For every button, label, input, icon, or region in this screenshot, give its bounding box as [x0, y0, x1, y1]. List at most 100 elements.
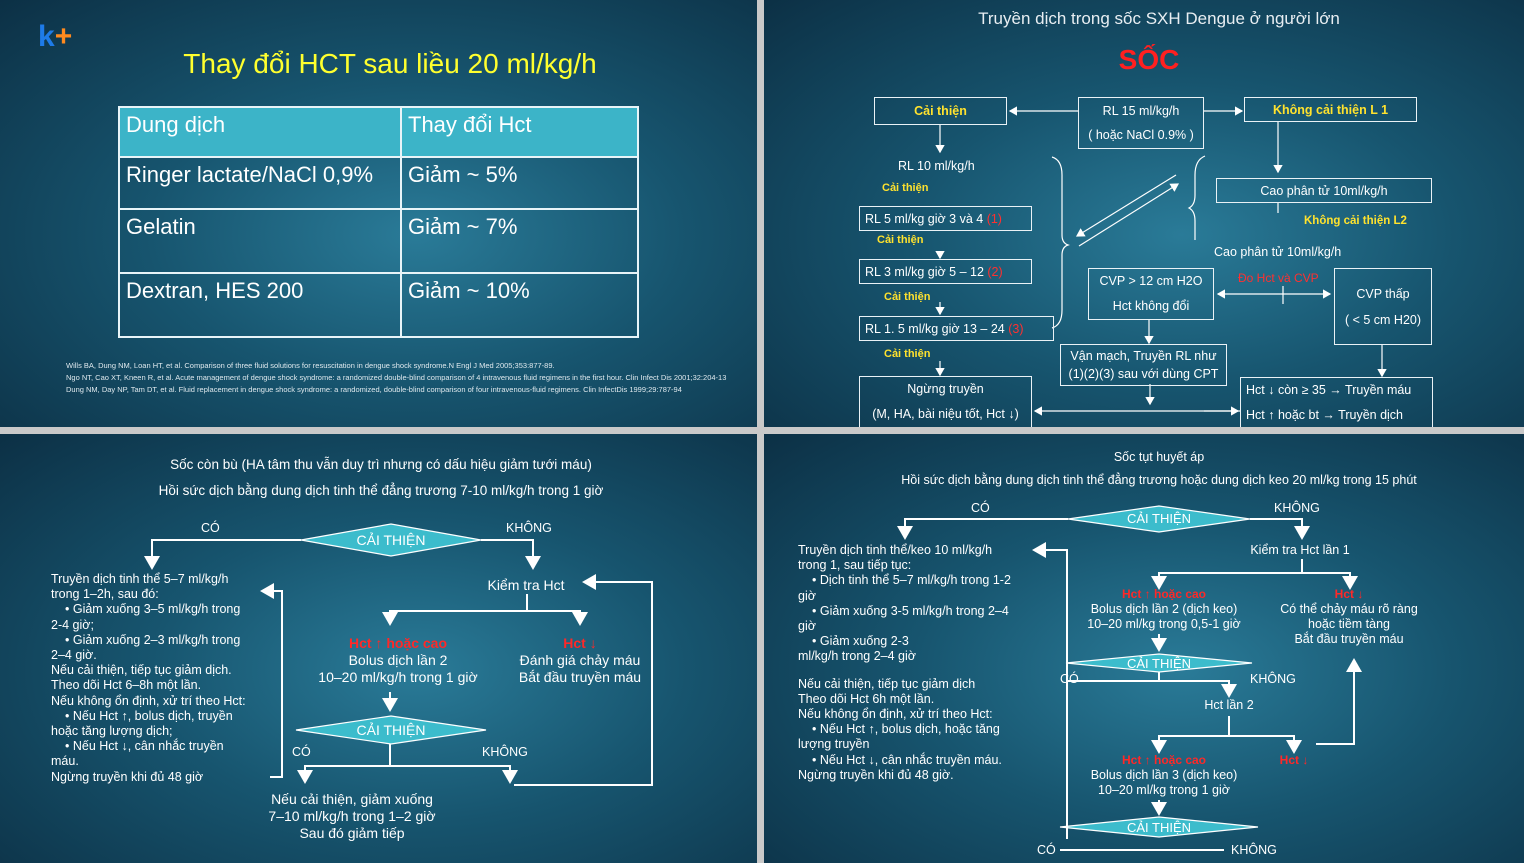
instruction-line: 2-4 giờ; [51, 617, 94, 632]
diamond1-text: CẢI THIỆN [356, 532, 426, 548]
step1-text: RL 5 ml/kg giờ 3 và 4 [865, 211, 984, 226]
improve-box: Cải thiện [874, 97, 1007, 125]
bolus3-line1: Bolus dịch lần 3 (dịch keo) [1090, 768, 1238, 782]
instruction-line: Nếu không ổn định, xử trí theo Hct: [798, 707, 993, 722]
cvp-high-line2: Hct không đổi [1112, 299, 1190, 313]
diamond2-text: CẢI THIỆN [1126, 656, 1192, 671]
rl15-line2: ( hoặc NaCl 0.9% ) [1088, 128, 1194, 142]
colloid1-box: Cao phân tử 10ml/kg/h [1216, 178, 1432, 203]
table-cell: Ringer lactate/NaCl 0,9% [118, 156, 402, 210]
bleed-line3: Bắt đầu truyền máu [1294, 632, 1404, 646]
instruction-line: giờ [798, 588, 816, 603]
colloid2-label: Cao phân tử 10ml/kg/h [1214, 245, 1342, 259]
vasopressor-box: Vận mạch, Truyền RL như (1)(2)(3) sau vớ… [1060, 344, 1227, 386]
hct-up-label: Hct ↑ hoặc cao [348, 635, 448, 651]
step1-box: RL 5 ml/kg giờ 3 và 4 (1) [859, 206, 1032, 231]
table-row: Gelatin Giảm ~ 7% [118, 208, 639, 274]
step3-box: RL 1. 5 ml/kg giờ 13 – 24 (3) [859, 316, 1054, 341]
no-label: KHÔNG [506, 521, 552, 535]
table-row: Ringer lactate/NaCl 0,9% Giảm ~ 5% [118, 156, 639, 210]
measure-label: Đo Hct và CVP [1238, 271, 1319, 285]
yes-label: CÓ [971, 501, 990, 515]
slide-compensated-shock: Sốc còn bù (HA tâm thu vẫn duy trì nhưng… [0, 434, 757, 863]
reference-item: Dung NM, Day NP, Tam DT, et al. Fluid re… [66, 385, 682, 394]
slide-hct-change: k+ Thay đổi HCT sau liều 20 ml/kg/h Dung… [0, 0, 757, 427]
step3-number: (3) [1008, 321, 1024, 336]
instruction-line: • Nếu Hct ↑, bolus dịch, hoặc tăng [812, 722, 1000, 737]
slide4-title2: Hồi sức dịch bằng dung dịch tinh thể đẳn… [901, 473, 1417, 487]
step3-text: RL 1. 5 ml/kg giờ 13 – 24 [865, 321, 1005, 336]
instruction-line: • Dịch tinh thể 5–7 ml/kg/h trong 1-2 [812, 573, 1011, 588]
yes-label: CÓ [201, 521, 220, 535]
diamond1-text: CẢI THIỆN [1126, 511, 1192, 526]
table-cell: Giảm ~ 10% [400, 272, 639, 338]
rl10-label: RL 10 ml/kg/h [898, 159, 975, 173]
cvp-low-box: CVP thấp ( < 5 cm H20) [1334, 268, 1432, 345]
bolus3-line2: 10–20 ml/kg trong 1 giờ [1098, 783, 1230, 797]
flow-connectors [897, 505, 1362, 851]
rl15-box: RL 15 ml/kg/h ( hoặc NaCl 0.9% ) [1078, 97, 1204, 149]
slide1-title: Thay đổi HCT sau liều 20 ml/kg/h [183, 48, 597, 79]
cvp-high-box: CVP > 12 cm H2O Hct không đổi [1088, 268, 1214, 320]
vaso-line2: (1)(2)(3) sau với dùng CPT [1068, 367, 1219, 381]
improve-step-label: Cải thiện [877, 234, 924, 246]
step1-number: (1) [986, 211, 1002, 226]
hct-decision-box: Hct ↓ còn ≥ 35 → Truyền máu Hct ↑ hoặc b… [1240, 377, 1433, 427]
cvp-low-line1: CVP thấp [1356, 286, 1410, 301]
instruction-line: • Nếu Hct ↑, bolus dịch, truyền [65, 708, 233, 723]
instruction-line: Ngừng truyền khi đủ 48 giờ [51, 769, 204, 784]
yes-label: CÓ [1037, 843, 1056, 857]
colloid1-label: Cao phân tử 10ml/kg/h [1260, 183, 1388, 198]
no-label: KHÔNG [1250, 672, 1296, 686]
left-instructions: Truyền dịch tinh thể/keo 10 ml/kg/h tron… [798, 543, 1038, 783]
no-label: KHÔNG [1274, 501, 1320, 515]
no-improve-l2-label: Không cải thiện L2 [1304, 215, 1407, 227]
logo-plus: + [54, 20, 73, 53]
hct-up2-label: Hct ↑ hoặc cao [1121, 753, 1207, 767]
flow-connectors [935, 106, 1387, 416]
bleed-line2: Bắt đầu truyền máu [518, 669, 642, 685]
rl15-line1: RL 15 ml/kg/h [1102, 104, 1180, 118]
bleed-line2: hoặc tiềm tàng [1308, 617, 1390, 631]
table-row: Dextran, HES 200 Giảm ~ 10% [118, 272, 639, 338]
table-header-row: Dung dịch Thay đổi Hct [118, 106, 639, 158]
slide3-title2: Hồi sức dịch bằng dung dịch tinh thể đẳn… [158, 483, 604, 498]
bolus2-line1: Bolus dịch lần 2 (dịch keo) [1090, 602, 1238, 616]
improve-step-label: Cải thiện [882, 182, 929, 194]
bolus2-line2: 10–20 ml/kg/h trong 1 giờ [318, 669, 478, 685]
slide3-title1: Sốc còn bù (HA tâm thu vẫn duy trì nhưng… [170, 457, 592, 472]
improve-step-label: Cải thiện [884, 291, 931, 303]
bleed-line1: Có thể chảy máu rõ ràng [1280, 602, 1418, 616]
step2-text: RL 3 ml/kg giờ 5 – 12 [865, 264, 984, 279]
slide-hypotensive-shock: Sốc tụt huyết áp Hồi sức dịch bằng dung … [764, 434, 1524, 863]
no-label: KHÔNG [482, 745, 528, 759]
hct-line2: Hct ↑ hoặc bt → Truyền dịch [1246, 408, 1404, 422]
instruction-line: • Giảm xuống 2–3 ml/kg/h trong [65, 632, 241, 647]
no-label: KHÔNG [1231, 843, 1277, 857]
table-header-cell: Thay đổi Hct [400, 106, 639, 158]
instruction-line: trong 1–2h, sau đó: [51, 587, 159, 602]
stop-line2: (M, HA, bài niệu tốt, Hct ↓) [872, 407, 1019, 421]
kplus-logo: k+ [38, 20, 72, 54]
table-cell: Gelatin [118, 208, 402, 274]
table-cell: Giảm ~ 7% [400, 208, 639, 274]
no-improve-l1-label: Không cải thiện L 1 [1272, 102, 1389, 117]
stop-line1: Ngừng truyền [907, 382, 984, 396]
stop-infusion-box: Ngừng truyền (M, HA, bài niệu tốt, Hct ↓… [859, 376, 1032, 427]
hct-down2-label: Hct ↓ [1279, 753, 1309, 767]
improve-label: Cải thiện [914, 104, 967, 118]
instruction-line: • Nếu Hct ↓, cân nhắc truyền [65, 739, 224, 754]
step2-box: RL 3 ml/kg giờ 5 – 12 (2) [859, 259, 1032, 284]
instruction-line: • Giảm xuống 3–5 ml/kg/h trong [65, 602, 241, 617]
hct-line1: Hct ↓ còn ≥ 35 → Truyền máu [1246, 383, 1412, 397]
bolus2-line1: Bolus dịch lần 2 [348, 652, 448, 668]
diamond3-text: CẢI THIỆN [1126, 820, 1192, 835]
bolus2-line2: 10–20 ml/kg trong 0,5-1 giờ [1087, 617, 1241, 631]
bottom-line1: Nếu cải thiện, giảm xuống [271, 791, 433, 807]
check2-label: Hct lần 2 [1204, 698, 1254, 712]
instruction-line: Nếu cải thiện, tiếp tục giảm dịch [798, 676, 976, 691]
decision-diamond [1059, 816, 1259, 838]
diamond2-text: CẢI THIỆN [356, 722, 426, 738]
slide4-title1: Sốc tụt huyết áp [1113, 450, 1205, 464]
yes-label: CÓ [1060, 672, 1079, 686]
